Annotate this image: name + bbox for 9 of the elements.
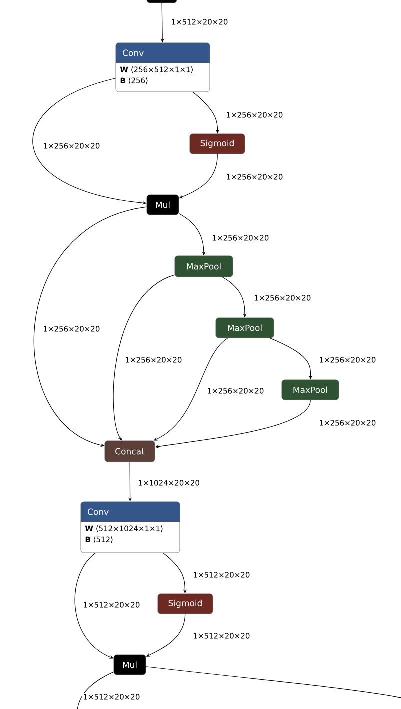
mul-node: Mul <box>146 194 180 216</box>
maxpool-node: MaxPool <box>174 256 234 278</box>
mul-node: Mul <box>114 654 146 676</box>
maxpool-node: MaxPool <box>216 318 274 338</box>
sigmoid-node: Sigmoid <box>158 594 214 614</box>
maxpool-node: MaxPool <box>282 380 340 400</box>
sigmoid-node: Sigmoid <box>190 134 246 154</box>
operator-box <box>146 0 178 4</box>
concat-node: Concat <box>104 440 156 462</box>
